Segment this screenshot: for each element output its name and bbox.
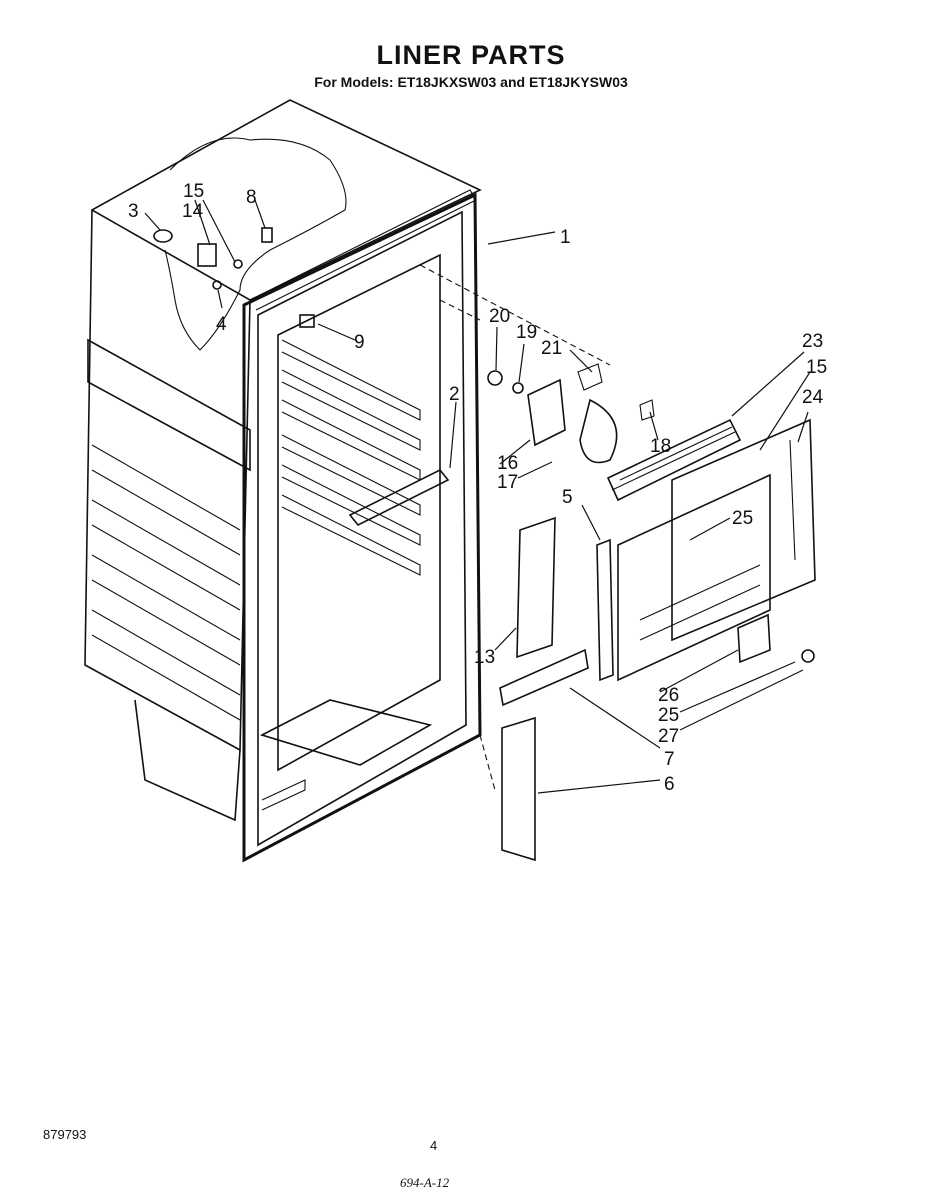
document-number: 879793 — [43, 1127, 87, 1142]
evaporator-grille — [606, 418, 742, 502]
callout-24: 24 — [802, 387, 824, 408]
callout-15-right: 15 — [806, 357, 827, 378]
callout-23: 23 — [802, 331, 823, 352]
callout-9: 9 — [354, 332, 365, 353]
callout-7: 7 — [664, 749, 675, 770]
callout-20: 20 — [489, 306, 510, 327]
clip-9 — [299, 314, 315, 328]
callout-14: 14 — [182, 201, 204, 222]
callout-4: 4 — [216, 314, 227, 335]
callout-16: 16 — [497, 453, 518, 474]
models-subtitle: For Models: ET18JKXSW03 and ET18JKYSW03 — [314, 74, 628, 90]
callout-25-lower: 25 — [658, 705, 679, 726]
page-number: 4 — [430, 1138, 438, 1153]
callout-5: 5 — [562, 487, 573, 508]
callout-27: 27 — [658, 726, 679, 747]
callout-18: 18 — [650, 436, 671, 457]
lower-duct — [501, 716, 536, 862]
switch-8 — [261, 227, 273, 243]
fan-motor-assembly — [487, 363, 655, 464]
duct-bracket — [499, 648, 589, 707]
callout-19: 19 — [516, 322, 537, 343]
air-duct — [516, 516, 556, 659]
callout-17: 17 — [497, 472, 518, 493]
callout-3: 3 — [128, 201, 139, 222]
screw-14 — [233, 259, 243, 269]
handwritten-code: 694-A-12 — [400, 1175, 450, 1190]
callout-13: 13 — [474, 647, 495, 668]
callout-8: 8 — [246, 187, 257, 208]
cabinet-liner — [84, 99, 611, 863]
page-title: LINER PARTS — [376, 40, 566, 70]
callout-6: 6 — [664, 774, 675, 795]
callout-21: 21 — [541, 338, 562, 359]
harness-2 — [348, 468, 450, 527]
thermostat-knob — [153, 229, 173, 243]
baffle-plate — [596, 473, 815, 682]
callout-2: 2 — [449, 384, 460, 405]
rear-panel — [671, 418, 816, 642]
callout-15-left: 15 — [183, 181, 204, 202]
light-socket — [197, 243, 217, 267]
callout-1: 1 — [560, 227, 571, 248]
callout-26: 26 — [658, 685, 679, 706]
leader-lines — [144, 199, 811, 794]
grommet-4 — [212, 280, 222, 290]
callout-25-upper: 25 — [732, 508, 753, 529]
